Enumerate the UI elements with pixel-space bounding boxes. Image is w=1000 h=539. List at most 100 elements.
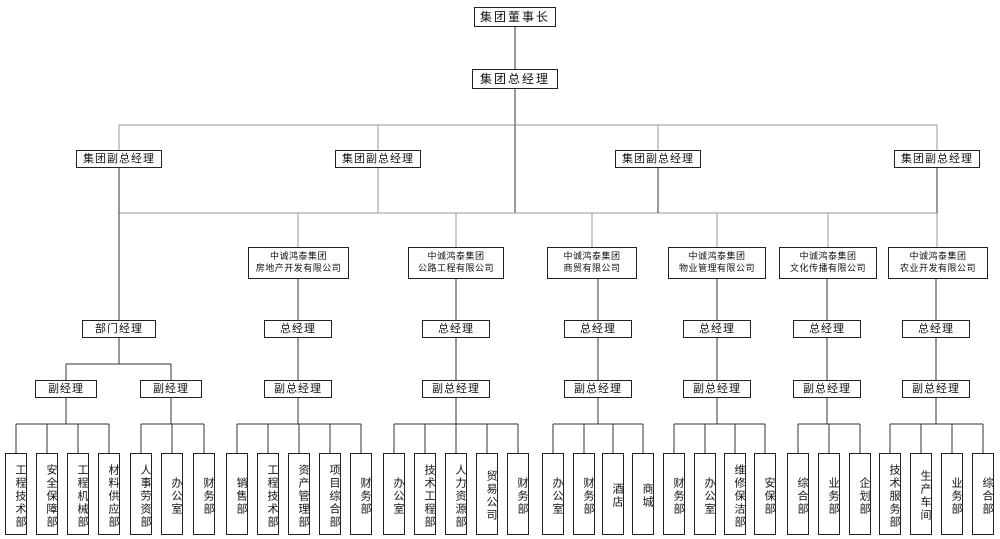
company-gm-label: 总经理 xyxy=(809,322,845,335)
department-box: 贸易公司 xyxy=(476,453,498,535)
department-label: 综合部 xyxy=(981,476,994,516)
vice-gm-box: 集团副总经理 xyxy=(76,150,162,168)
company-gm-box: 总经理 xyxy=(264,320,332,338)
department-box: 办公室 xyxy=(383,453,405,535)
department-label: 技术服务部 xyxy=(888,463,901,529)
department-box: 材料供应部 xyxy=(98,453,120,535)
company-gm-label: 总经理 xyxy=(438,322,474,335)
department-box: 财务部 xyxy=(663,453,685,535)
subsidiary-group-name: 中诚鸿泰集团 xyxy=(269,252,327,262)
subsidiary-group-name: 中诚鸿泰集团 xyxy=(563,252,621,262)
department-manager-box: 部门经理 xyxy=(82,320,156,338)
company-gm-box: 总经理 xyxy=(422,320,490,338)
subsidiary-company-box: 中诚鸿泰集团 房地产开发有限公司 xyxy=(248,247,349,279)
department-box: 财务部 xyxy=(573,453,595,535)
department-box: 生产车间 xyxy=(910,453,932,535)
vice-gm-label: 集团副总经理 xyxy=(622,152,694,165)
company-gm-box: 总经理 xyxy=(902,320,970,338)
vice-gm-label: 集团副总经理 xyxy=(83,152,155,165)
subsidiary-company-name: 文化传播有限公司 xyxy=(789,264,866,274)
department-label: 办公室 xyxy=(392,476,405,516)
subsidiary-group-name: 中诚鸿泰集团 xyxy=(909,252,967,262)
department-label: 人力资源部 xyxy=(454,463,467,529)
department-box: 技术工程部 xyxy=(414,453,436,535)
department-label: 商城 xyxy=(641,483,654,509)
company-deputy-gm-box: 副总经理 xyxy=(564,380,632,398)
department-label: 安全保障部 xyxy=(45,463,58,529)
department-box: 维修保洁部 xyxy=(724,453,746,535)
subsidiary-company-box: 中诚鸿泰集团 文化传播有限公司 xyxy=(779,247,877,279)
department-label: 业务部 xyxy=(950,476,963,516)
department-label: 销售部 xyxy=(235,476,248,516)
subsidiary-company-box: 中诚鸿泰集团 物业管理有限公司 xyxy=(668,247,766,279)
chairman-label: 集团董事长 xyxy=(479,10,550,24)
subsidiary-company-name: 商贸有限公司 xyxy=(563,264,621,274)
company-deputy-gm-label: 副总经理 xyxy=(693,382,741,395)
department-box: 办公室 xyxy=(161,453,183,535)
department-label: 业务部 xyxy=(827,476,840,516)
department-box: 酒店 xyxy=(602,453,624,535)
department-box: 项目综合部 xyxy=(319,453,341,535)
department-label: 企划部 xyxy=(858,476,871,516)
subsidiary-company-name: 农业开发有限公司 xyxy=(899,264,976,274)
vice-gm-box: 集团副总经理 xyxy=(335,150,421,168)
department-label: 人事劳资部 xyxy=(139,463,152,529)
department-label: 办公室 xyxy=(170,476,183,516)
subsidiary-group-name: 中诚鸿泰集团 xyxy=(427,252,485,262)
company-deputy-gm-box: 副总经理 xyxy=(793,380,861,398)
general-manager-label: 集团总经理 xyxy=(479,72,550,86)
department-label: 生产车间 xyxy=(919,470,932,522)
company-deputy-gm-label: 副总经理 xyxy=(912,382,960,395)
vice-gm-box: 集团副总经理 xyxy=(894,150,980,168)
subsidiary-company-name: 公路工程有限公司 xyxy=(417,264,494,274)
department-label: 财务部 xyxy=(582,476,595,516)
deputy-manager-box: 副经理 xyxy=(35,380,97,398)
company-deputy-gm-label: 副总经理 xyxy=(432,382,480,395)
department-box: 综合部 xyxy=(787,453,809,535)
department-label: 项目综合部 xyxy=(328,463,341,529)
department-label: 技术工程部 xyxy=(423,463,436,529)
company-deputy-gm-label: 副总经理 xyxy=(803,382,851,395)
company-gm-box: 总经理 xyxy=(793,320,861,338)
department-label: 材料供应部 xyxy=(107,463,120,529)
department-label: 财务部 xyxy=(202,476,215,516)
department-label: 财务部 xyxy=(672,476,685,516)
department-label: 贸易公司 xyxy=(485,470,498,522)
department-box: 财务部 xyxy=(507,453,529,535)
department-box: 业务部 xyxy=(941,453,963,535)
deputy-manager-label: 副经理 xyxy=(153,382,189,395)
deputy-manager-box: 副经理 xyxy=(140,380,202,398)
company-deputy-gm-box: 副总经理 xyxy=(264,380,332,398)
department-label: 安保部 xyxy=(763,476,776,516)
department-label: 综合部 xyxy=(796,476,809,516)
department-label: 办公室 xyxy=(551,476,564,516)
company-gm-box: 总经理 xyxy=(564,320,632,338)
department-box: 办公室 xyxy=(694,453,716,535)
company-gm-box: 总经理 xyxy=(683,320,751,338)
department-box: 销售部 xyxy=(226,453,248,535)
department-box: 办公室 xyxy=(542,453,564,535)
department-label: 维修保洁部 xyxy=(733,463,746,529)
department-box: 资产管理部 xyxy=(288,453,310,535)
subsidiary-company-box: 中诚鸿泰集团 公路工程有限公司 xyxy=(408,247,504,279)
company-gm-label: 总经理 xyxy=(280,322,316,335)
department-box: 工程机械部 xyxy=(67,453,89,535)
company-gm-label: 总经理 xyxy=(699,322,735,335)
department-box: 业务部 xyxy=(818,453,840,535)
department-label: 工程技术部 xyxy=(266,463,279,529)
department-label: 财务部 xyxy=(516,476,529,516)
general-manager-box: 集团总经理 xyxy=(472,69,558,89)
company-gm-label: 总经理 xyxy=(580,322,616,335)
vice-gm-label: 集团副总经理 xyxy=(901,152,973,165)
company-deputy-gm-label: 副总经理 xyxy=(574,382,622,395)
subsidiary-company-name: 房地产开发有限公司 xyxy=(255,264,342,274)
deputy-manager-label: 副经理 xyxy=(48,382,84,395)
department-box: 企划部 xyxy=(849,453,871,535)
department-box: 工程技术部 xyxy=(5,453,27,535)
vice-gm-label: 集团副总经理 xyxy=(342,152,414,165)
subsidiary-company-box: 中诚鸿泰集团 农业开发有限公司 xyxy=(888,247,988,279)
subsidiary-group-name: 中诚鸿泰集团 xyxy=(688,252,746,262)
subsidiary-group-name: 中诚鸿泰集团 xyxy=(799,252,857,262)
